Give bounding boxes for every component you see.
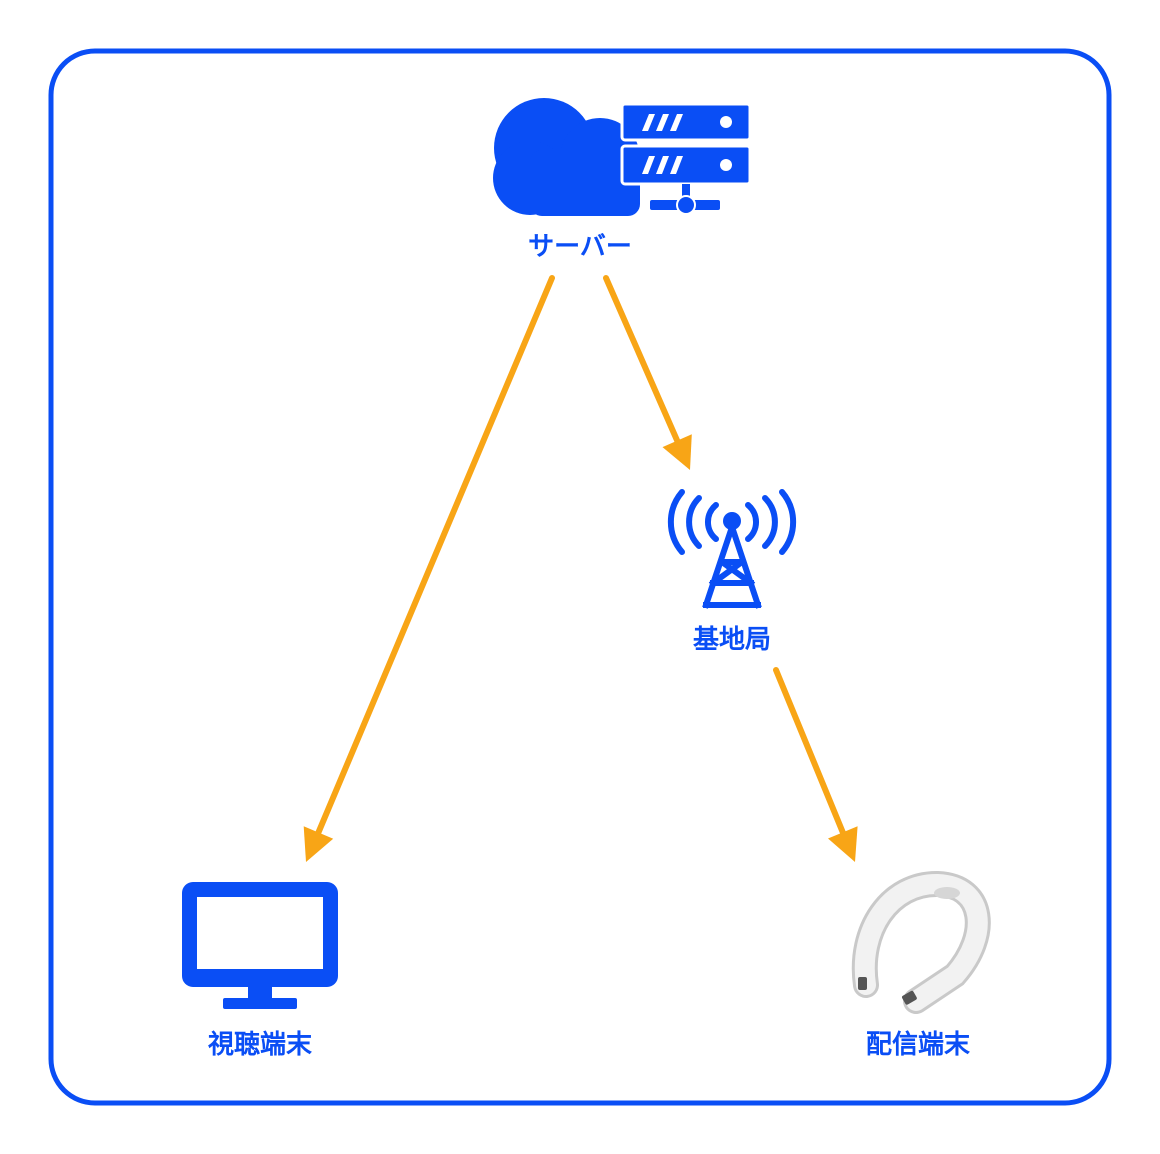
base-station-node: 基地局 xyxy=(667,489,797,655)
monitor-icon xyxy=(182,882,338,1009)
edge-base-station-to-streaming-terminal xyxy=(773,667,858,862)
antenna-tower-icon xyxy=(667,489,797,609)
edges xyxy=(303,275,858,862)
viewing-terminal-label: 視聴端末 xyxy=(208,1030,313,1060)
edge-server-to-viewing-terminal xyxy=(303,275,555,862)
base-station-label: 基地局 xyxy=(693,625,771,655)
viewing-terminal-node: 視聴端末 xyxy=(182,882,338,1060)
server-node: サーバー xyxy=(493,98,752,262)
edge-server-to-base-station xyxy=(603,275,692,470)
cloud-server-icon xyxy=(493,98,752,216)
diagram-frame xyxy=(48,48,1112,1106)
neckband-device-icon xyxy=(851,870,991,1014)
streaming-terminal-label: 配信端末 xyxy=(866,1030,971,1060)
server-label: サーバー xyxy=(528,232,632,262)
streaming-terminal-node: 配信端末 xyxy=(851,870,991,1060)
